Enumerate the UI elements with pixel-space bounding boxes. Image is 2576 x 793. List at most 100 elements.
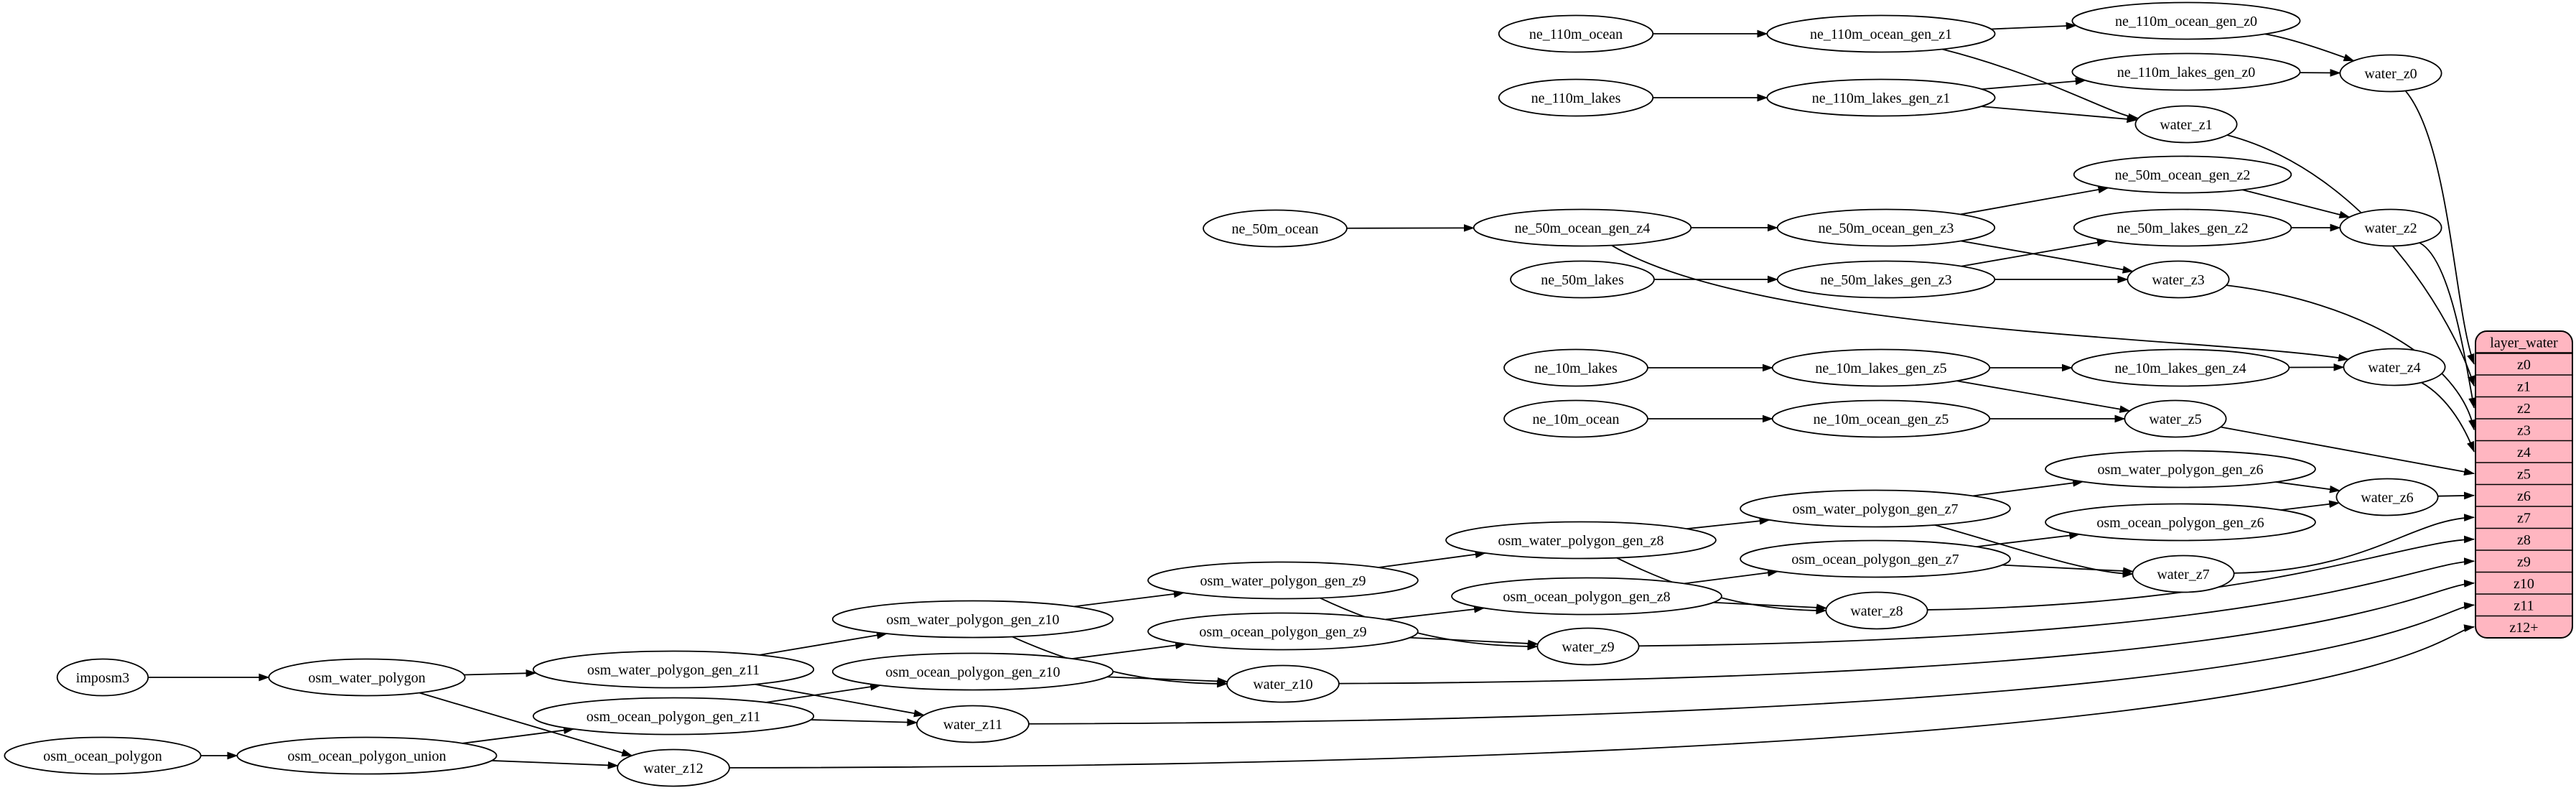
node-osm_water_polygon_gen_z7: osm_water_polygon_gen_z7 — [1740, 491, 2010, 527]
node-osm_ocean_polygon: osm_ocean_polygon — [4, 738, 200, 774]
node-label: osm_water_polygon_gen_z10 — [886, 612, 1059, 628]
node-label: ne_50m_ocean_gen_z2 — [2115, 167, 2251, 183]
node-water_z7: water_z7 — [2132, 556, 2234, 593]
node-ne_50m_ocean_gen_z2: ne_50m_ocean_gen_z2 — [2074, 157, 2292, 193]
edge-osm_ocean_polygon_union-to-water_z12 — [492, 761, 618, 766]
node-ne_10m_lakes_gen_z4: ne_10m_lakes_gen_z4 — [2072, 350, 2290, 386]
node-label: osm_ocean_polygon_union — [287, 748, 446, 764]
node-label: ne_10m_ocean_gen_z5 — [1814, 412, 1949, 427]
node-water_z6: water_z6 — [2336, 479, 2437, 516]
node-label: ne_110m_ocean — [1529, 27, 1623, 42]
node-water_z12: water_z12 — [617, 750, 729, 787]
edge-water_z4-to-layer_water-z4 — [2422, 383, 2474, 452]
table-row-z12+: z12+ — [2509, 620, 2538, 636]
node-ne_10m_lakes: ne_10m_lakes — [1504, 350, 1648, 386]
node-label: ne_50m_lakes_gen_z3 — [1820, 272, 1951, 288]
node-label: ne_10m_lakes — [1534, 361, 1618, 376]
node-label: osm_water_polygon_gen_z11 — [587, 662, 760, 678]
node-osm_ocean_polygon_gen_z8: osm_ocean_polygon_gen_z8 — [1452, 578, 1722, 615]
table-row-z6: z6 — [2517, 488, 2531, 504]
table-row-z5: z5 — [2517, 466, 2531, 482]
node-ne_50m_ocean_gen_z4: ne_50m_ocean_gen_z4 — [1474, 210, 1691, 246]
node-label: water_z6 — [2361, 490, 2413, 506]
node-osm_ocean_polygon_gen_z6: osm_ocean_polygon_gen_z6 — [2045, 504, 2315, 541]
node-label: ne_10m_lakes_gen_z5 — [1815, 361, 1946, 376]
node-label: water_z8 — [1850, 603, 1903, 619]
node-ne_110m_ocean_gen_z0: ne_110m_ocean_gen_z0 — [2072, 3, 2300, 40]
edge-osm_water_polygon_gen_z11-to-osm_water_polygon_gen_z10 — [760, 634, 887, 655]
node-label: osm_ocean_polygon_gen_z10 — [885, 664, 1060, 680]
table-row-z9: z9 — [2517, 554, 2531, 570]
node-label: ne_50m_lakes — [1541, 272, 1624, 288]
node-ne_50m_ocean: ne_50m_ocean — [1203, 210, 1347, 247]
node-label: ne_50m_ocean_gen_z4 — [1515, 221, 1651, 236]
node-osm_ocean_polygon_gen_z10: osm_ocean_polygon_gen_z10 — [833, 654, 1114, 690]
node-label: osm_ocean_polygon_gen_z11 — [587, 709, 761, 725]
edge-water_z9-to-layer_water-z9 — [1639, 561, 2474, 646]
node-label: water_z11 — [943, 717, 1003, 733]
node-label: osm_water_polygon_gen_z6 — [2097, 462, 2263, 478]
node-osm_water_polygon_gen_z9: osm_water_polygon_gen_z9 — [1148, 562, 1418, 599]
node-label: water_z1 — [2160, 117, 2212, 133]
node-label: ne_10m_lakes_gen_z4 — [2114, 361, 2246, 376]
node-ne_50m_lakes: ne_50m_lakes — [1511, 261, 1654, 298]
node-label: ne_110m_lakes_gen_z0 — [2117, 65, 2256, 80]
node-label: ne_50m_ocean_gen_z3 — [1819, 221, 1954, 236]
edge-osm_ocean_polygon_gen_z10-to-osm_ocean_polygon_gen_z9 — [1073, 644, 1186, 659]
node-label: osm_ocean_polygon_gen_z9 — [1199, 624, 1366, 640]
edge-osm_water_polygon_gen_z8-to-osm_water_polygon_gen_z7 — [1686, 520, 1769, 529]
node-label: osm_water_polygon_gen_z7 — [1792, 501, 1958, 517]
edge-ne_50m_ocean_gen_z2-to-water_z2 — [2242, 190, 2349, 217]
node-ne_10m_ocean_gen_z5: ne_10m_ocean_gen_z5 — [1773, 401, 1990, 437]
node-osm_water_polygon_gen_z11: osm_water_polygon_gen_z11 — [533, 651, 814, 688]
node-ne_110m_lakes_gen_z1: ne_110m_lakes_gen_z1 — [1767, 80, 1994, 116]
node-label: ne_110m_ocean_gen_z1 — [1810, 27, 1952, 42]
node-water_z0: water_z0 — [2340, 55, 2441, 92]
node-label: osm_ocean_polygon_gen_z8 — [1503, 589, 1670, 605]
node-osm_ocean_polygon_gen_z11: osm_ocean_polygon_gen_z11 — [533, 698, 814, 735]
edge-osm_water_polygon_gen_z9-to-osm_water_polygon_gen_z8 — [1378, 553, 1485, 567]
node-label: ne_50m_ocean — [1231, 221, 1318, 237]
edge-osm_ocean_polygon_gen_z11-to-osm_ocean_polygon_gen_z10 — [766, 685, 880, 702]
node-osm_water_polygon: osm_water_polygon — [269, 659, 465, 696]
node-ne_50m_lakes_gen_z3: ne_50m_lakes_gen_z3 — [1778, 261, 1995, 298]
node-label: water_z10 — [1253, 677, 1312, 692]
node-label: water_z7 — [2157, 567, 2209, 583]
node-label: osm_water_polygon_gen_z8 — [1498, 533, 1663, 549]
node-ne_50m_ocean_gen_z3: ne_50m_ocean_gen_z3 — [1778, 210, 1995, 246]
edge-ne_50m_ocean_gen_z3-to-water_z3 — [1961, 241, 2132, 271]
node-water_z4: water_z4 — [2343, 349, 2445, 386]
edge-ne_110m_lakes_gen_z1-to-water_z1 — [1981, 106, 2137, 120]
table-row-z10: z10 — [2514, 576, 2534, 592]
node-water_z9: water_z9 — [1537, 629, 1638, 665]
node-label: water_z12 — [643, 761, 703, 776]
node-ne_110m_lakes: ne_110m_lakes — [1499, 80, 1653, 116]
node-label: ne_50m_lakes_gen_z2 — [2117, 221, 2248, 236]
node-ne_110m_ocean_gen_z1: ne_110m_ocean_gen_z1 — [1767, 16, 1994, 52]
node-water_z11: water_z11 — [917, 706, 1029, 743]
node-ne_50m_lakes_gen_z2: ne_50m_lakes_gen_z2 — [2074, 210, 2292, 246]
table-row-z4: z4 — [2517, 445, 2531, 460]
edge-osm_water_polygon-to-osm_water_polygon_gen_z11 — [464, 673, 536, 675]
node-label: ne_110m_lakes — [1531, 91, 1621, 106]
table-row-z0: z0 — [2517, 357, 2531, 373]
nodes: ne_110m_ocean ne_110m_ocean_gen_z1 ne_110m… — [4, 3, 2445, 787]
node-label: water_z5 — [2149, 412, 2201, 427]
node-label: osm_ocean_polygon_gen_z7 — [1791, 552, 1959, 567]
edge-osm_water_polygon_gen_z7-to-osm_water_polygon_gen_z6 — [1973, 482, 2083, 496]
table-row-z8: z8 — [2517, 532, 2531, 548]
node-ne_10m_ocean: ne_10m_ocean — [1504, 401, 1648, 437]
node-ne_110m_lakes_gen_z0: ne_110m_lakes_gen_z0 — [2072, 54, 2300, 91]
node-osm_water_polygon_gen_z6: osm_water_polygon_gen_z6 — [2045, 451, 2315, 488]
node-ne_110m_ocean: ne_110m_ocean — [1499, 16, 1653, 52]
node-water_z1: water_z1 — [2135, 106, 2236, 143]
edge-ne_110m_lakes_gen_z1-to-ne_110m_lakes_gen_z0 — [1982, 80, 2085, 89]
node-label: osm_water_polygon_gen_z9 — [1200, 573, 1366, 589]
edge-osm_ocean_polygon_gen_z8-to-osm_ocean_polygon_gen_z7 — [1684, 572, 1778, 584]
node-ne_10m_lakes_gen_z5: ne_10m_lakes_gen_z5 — [1773, 350, 1990, 386]
node-osm_water_polygon_gen_z10: osm_water_polygon_gen_z10 — [833, 601, 1114, 638]
node-label: ne_110m_lakes_gen_z1 — [1812, 91, 1951, 106]
edge-osm_water_polygon_gen_z6-to-water_z6 — [2276, 482, 2340, 491]
node-water_z5: water_z5 — [2124, 401, 2226, 437]
